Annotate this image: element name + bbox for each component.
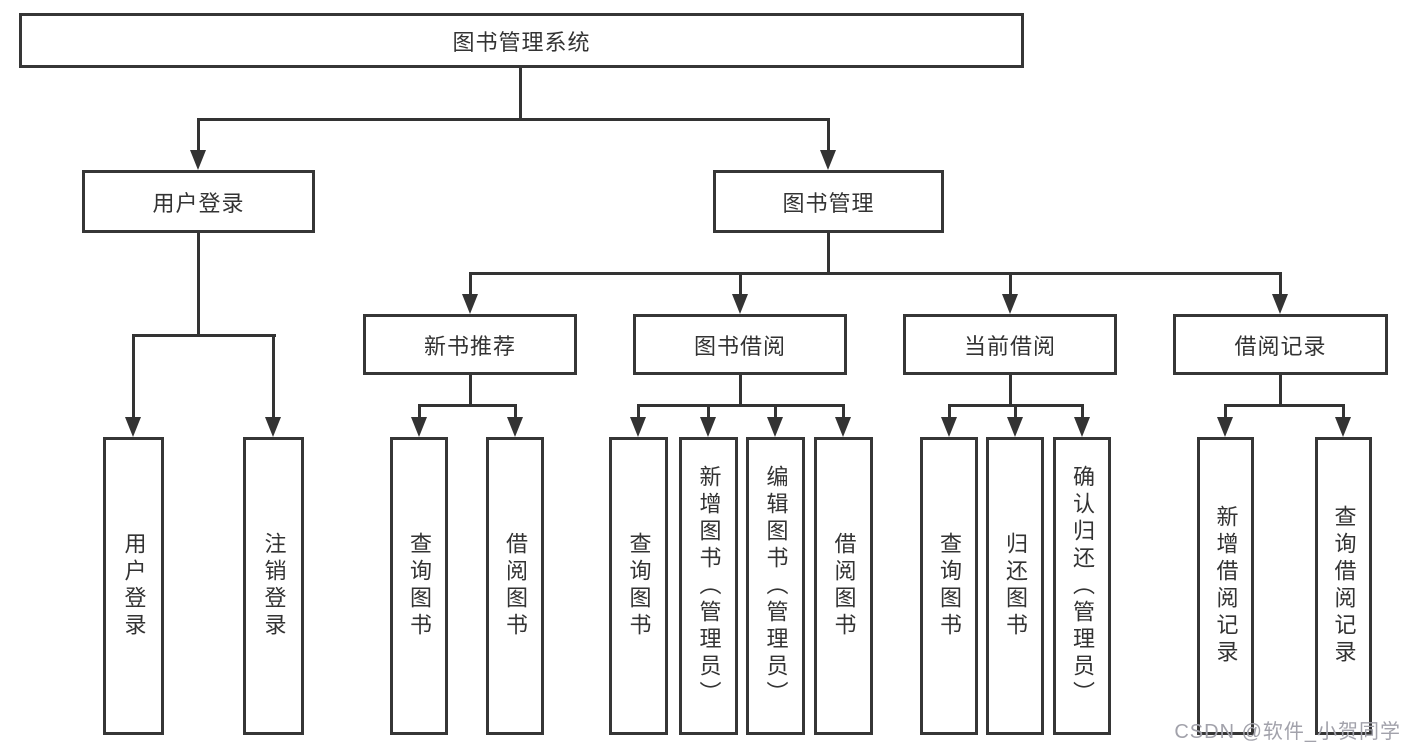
arrow-down-icon — [1074, 417, 1090, 437]
leaf-edit-books-admin: 编辑图书（管理员） — [746, 437, 805, 735]
leaf-add-borrow-record: 新增借阅记录 — [1197, 437, 1254, 735]
leaf-borrow-books: 借阅图书 — [814, 437, 873, 735]
connector-line — [1009, 375, 1012, 407]
node-label: 借阅记录 — [1234, 333, 1327, 359]
connector-line — [519, 68, 522, 121]
leaf-label: 注销登录 — [261, 532, 287, 640]
connector-line — [1279, 272, 1282, 296]
leaf-borrow-books-recommend: 借阅图书 — [486, 437, 544, 735]
leaf-return-books: 归还图书 — [986, 437, 1044, 735]
arrow-down-icon — [265, 417, 281, 437]
leaf-add-books-admin: 新增图书（管理员） — [679, 437, 738, 735]
connector-line — [272, 334, 275, 419]
connector-line — [197, 118, 830, 121]
connector-line — [739, 272, 742, 296]
connector-line — [827, 233, 830, 275]
arrow-down-icon — [767, 417, 783, 437]
arrow-down-icon — [411, 417, 427, 437]
leaf-label: 用户登录 — [121, 532, 147, 640]
connector-line — [1224, 404, 1227, 420]
leaf-label: 查询图书 — [626, 532, 652, 640]
arrow-down-icon — [1217, 417, 1233, 437]
leaf-user-login: 用户登录 — [103, 437, 164, 735]
connector-line — [774, 404, 777, 420]
leaf-query-books-borrow: 查询图书 — [609, 437, 668, 735]
arrow-down-icon — [835, 417, 851, 437]
connector-line — [948, 404, 951, 420]
arrow-down-icon — [1272, 294, 1288, 314]
connector-line — [418, 404, 517, 407]
connector-line — [1224, 404, 1344, 407]
arrow-down-icon — [630, 417, 646, 437]
arrow-down-icon — [190, 150, 206, 170]
leaf-label: 新增借阅记录 — [1213, 505, 1239, 667]
leaf-logout: 注销登录 — [243, 437, 304, 735]
leaf-label: 确认归还（管理员） — [1070, 464, 1095, 708]
leaf-query-books-current: 查询图书 — [920, 437, 978, 735]
csdn-watermark: CSDN @软件_小贺同学 — [1174, 721, 1401, 743]
arrow-down-icon — [125, 417, 141, 437]
connector-line — [1279, 375, 1282, 407]
node-user-login: 用户登录 — [82, 170, 315, 233]
leaf-label: 编辑图书（管理员） — [763, 464, 789, 708]
connector-line — [637, 404, 640, 420]
node-label: 图书借阅 — [693, 333, 786, 359]
leaf-label: 查询图书 — [937, 532, 962, 640]
node-root-library-system: 图书管理系统 — [19, 13, 1024, 68]
connector-line — [707, 404, 710, 420]
connector-line — [469, 272, 1282, 275]
node-borrowing-records: 借阅记录 — [1173, 314, 1388, 375]
connector-line — [469, 272, 472, 296]
connector-line — [1342, 404, 1345, 420]
leaf-query-books-recommend: 查询图书 — [390, 437, 448, 735]
connector-line — [197, 233, 200, 337]
connector-line — [842, 404, 845, 420]
connector-line — [514, 404, 517, 420]
node-current-borrowing: 当前借阅 — [903, 314, 1117, 375]
connector-line — [739, 375, 742, 407]
arrow-down-icon — [507, 417, 523, 437]
node-label: 新书推荐 — [423, 333, 516, 359]
node-label: 用户登录 — [152, 190, 245, 216]
leaf-label: 借阅图书 — [831, 532, 857, 640]
arrow-down-icon — [732, 294, 748, 314]
connector-line — [1009, 272, 1012, 296]
connector-line — [1081, 404, 1084, 420]
node-label: 图书管理 — [782, 190, 875, 216]
arrow-down-icon — [820, 150, 836, 170]
leaf-label: 归还图书 — [1003, 532, 1028, 640]
arrow-down-icon — [941, 417, 957, 437]
node-label: 图书管理系统 — [452, 29, 591, 55]
connector-line — [132, 334, 276, 337]
node-new-book-recommendation: 新书推荐 — [363, 314, 577, 375]
connector-line — [469, 375, 472, 407]
node-book-borrowing: 图书借阅 — [633, 314, 847, 375]
arrow-down-icon — [700, 417, 716, 437]
connector-line — [132, 334, 135, 419]
leaf-query-borrow-record: 查询借阅记录 — [1315, 437, 1372, 735]
connector-line — [1014, 404, 1017, 420]
leaf-label: 查询借阅记录 — [1331, 505, 1357, 667]
leaf-confirm-return-admin: 确认归还（管理员） — [1053, 437, 1111, 735]
arrow-down-icon — [1335, 417, 1351, 437]
connector-line — [637, 404, 845, 407]
connector-line — [827, 118, 830, 152]
connector-line — [197, 118, 200, 152]
arrow-down-icon — [1002, 294, 1018, 314]
node-book-management: 图书管理 — [713, 170, 944, 233]
connector-line — [418, 404, 421, 420]
leaf-label: 新增图书（管理员） — [696, 464, 722, 708]
leaf-label: 借阅图书 — [503, 532, 528, 640]
arrow-down-icon — [1007, 417, 1023, 437]
leaf-label: 查询图书 — [407, 532, 432, 640]
node-label: 当前借阅 — [963, 333, 1056, 359]
arrow-down-icon — [462, 294, 478, 314]
